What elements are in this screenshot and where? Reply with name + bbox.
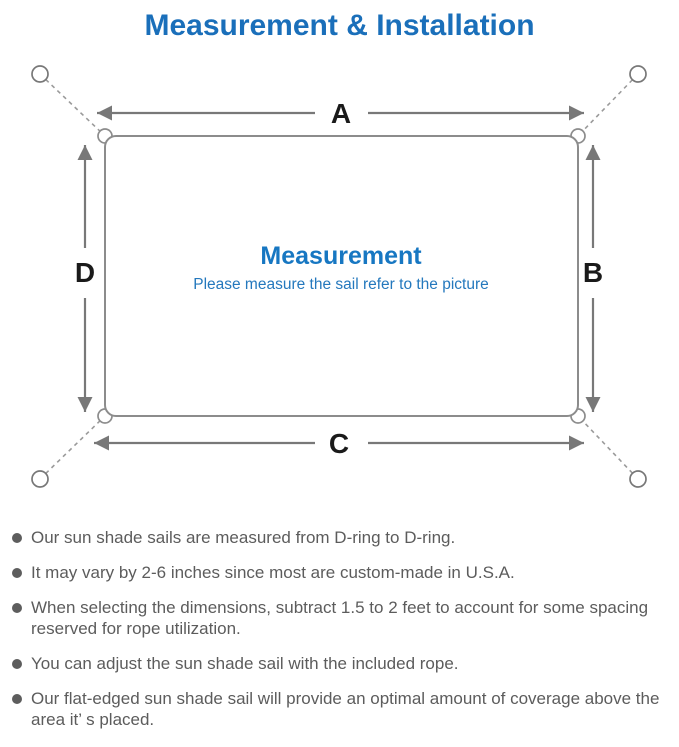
anchor-point-icon <box>629 470 647 488</box>
bullet-icon <box>12 694 22 704</box>
list-item: Our sun shade sails are measured from D-… <box>12 527 671 548</box>
anchor-dashed-lines <box>39 73 639 480</box>
note-text: When selecting the dimensions, subtract … <box>31 598 649 638</box>
note-text: Our sun shade sails are measured from D-… <box>31 528 456 547</box>
diagram-center-title: Measurement <box>260 242 422 270</box>
anchor-point-icon <box>31 65 49 83</box>
dimension-label-d: D <box>75 257 95 288</box>
note-text: Our flat-edged sun shade sail will provi… <box>31 689 660 729</box>
dimension-arrows <box>77 105 601 451</box>
list-item: You can adjust the sun shade sail with t… <box>12 653 671 674</box>
list-item: When selecting the dimensions, subtract … <box>12 597 671 639</box>
dashed-line-bottom-left <box>39 415 106 480</box>
dashed-line-top-right <box>577 73 639 137</box>
bullet-icon <box>12 659 22 669</box>
dimension-label-a: A <box>331 98 351 129</box>
list-item: Our flat-edged sun shade sail will provi… <box>12 688 671 730</box>
infographic-page: Measurement & Installation <box>0 8 679 747</box>
page-title: Measurement & Installation <box>144 9 535 42</box>
bullet-icon <box>12 568 22 578</box>
note-text: It may vary by 2-6 inches since most are… <box>31 563 515 582</box>
dimension-label-c: C <box>329 428 349 459</box>
dashed-line-top-left <box>39 73 106 137</box>
sail-outline <box>104 135 579 417</box>
anchor-point-icon <box>31 470 49 488</box>
note-text: You can adjust the sun shade sail with t… <box>31 654 459 673</box>
dimension-label-b: B <box>583 257 603 288</box>
anchor-points <box>31 65 647 488</box>
bullet-icon <box>12 533 22 543</box>
bullet-icon <box>12 603 22 613</box>
list-item: It may vary by 2-6 inches since most are… <box>12 562 671 583</box>
diagram-center-subtitle: Please measure the sail refer to the pic… <box>193 276 489 293</box>
notes-list: Our sun shade sails are measured from D-… <box>12 527 671 730</box>
anchor-point-icon <box>629 65 647 83</box>
dashed-line-bottom-right <box>577 415 639 480</box>
measurement-diagram: A B C D Measurement Please measure the s… <box>31 65 647 488</box>
